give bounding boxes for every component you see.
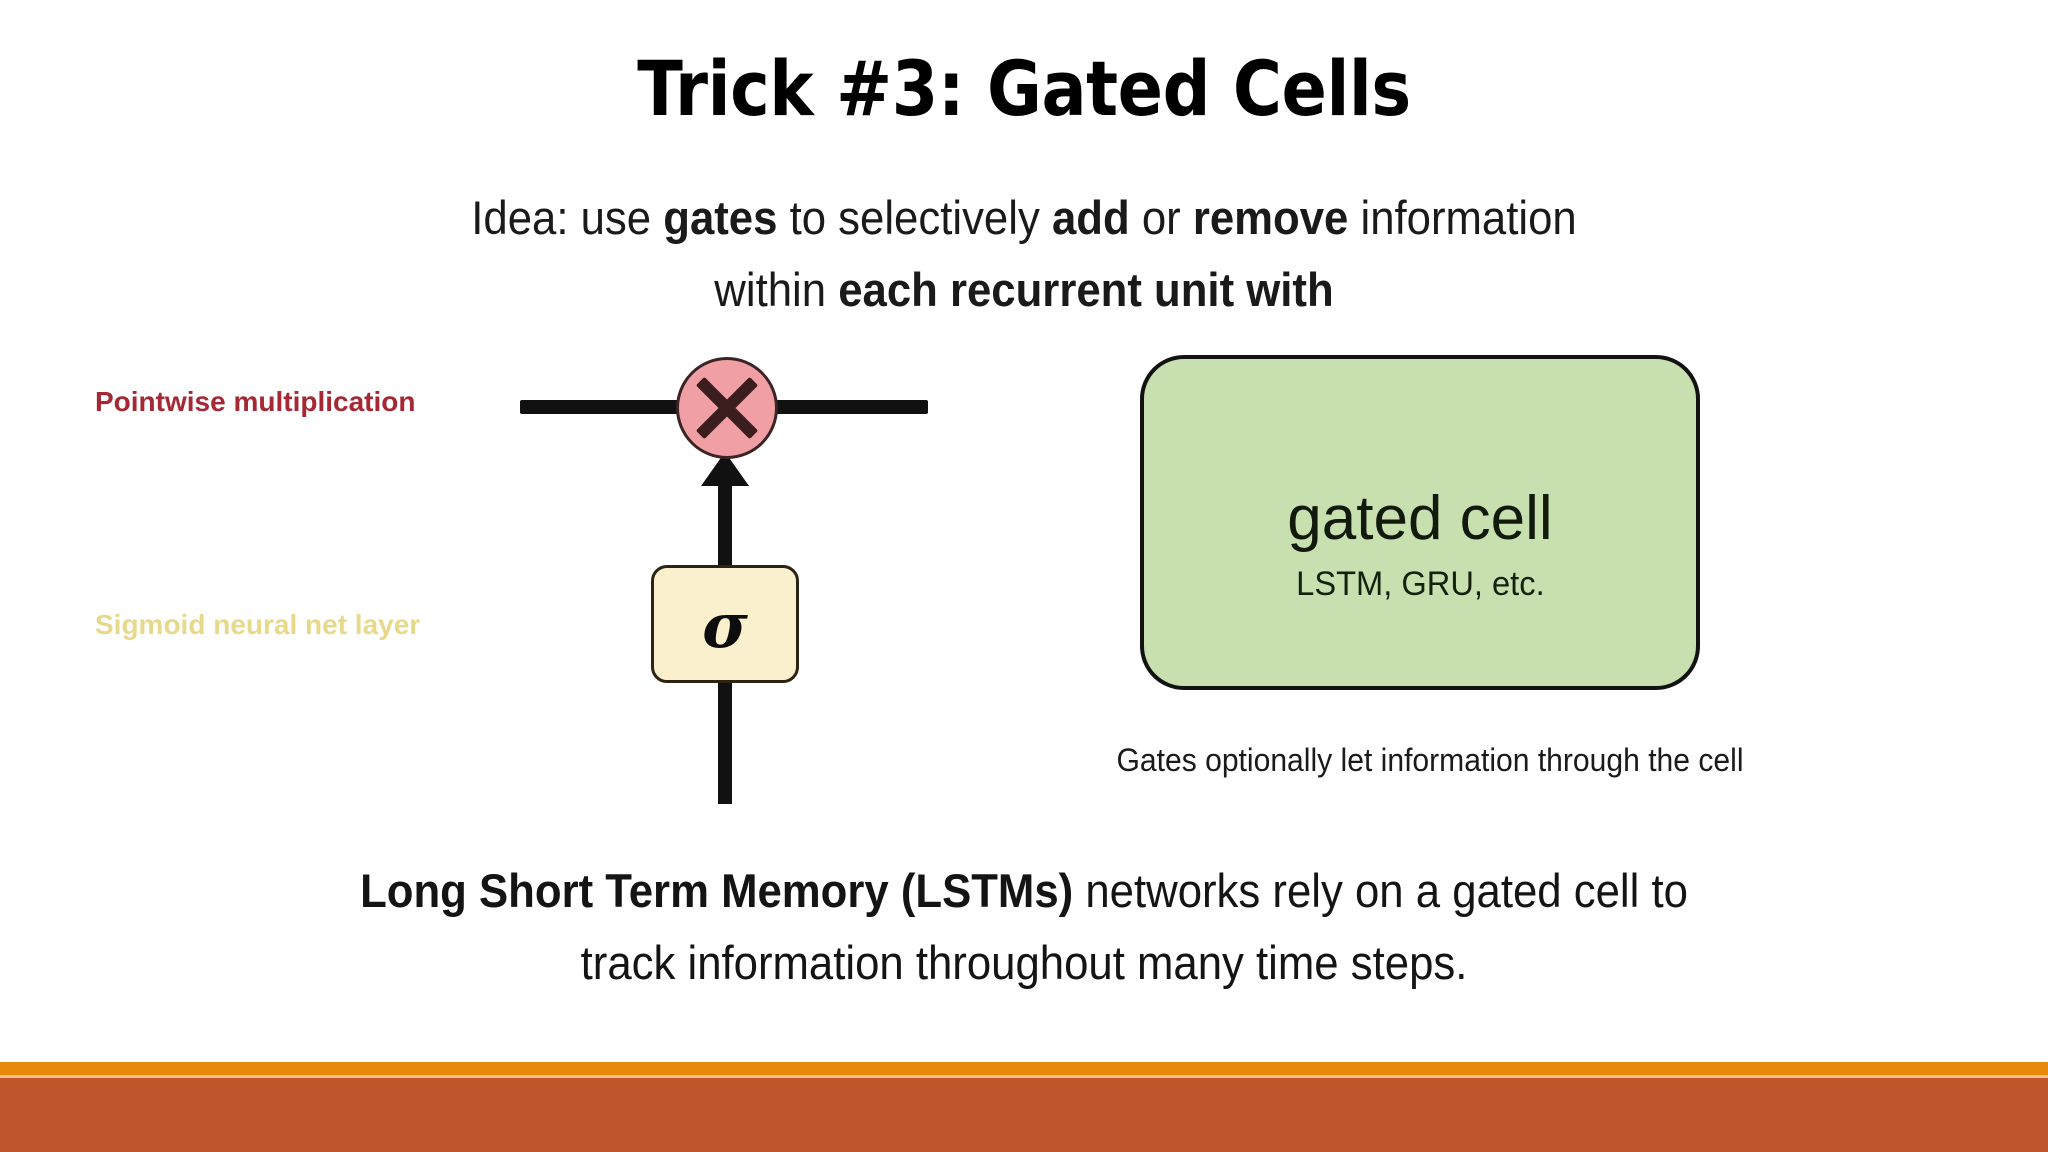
footer-divider xyxy=(0,1075,2048,1078)
footer-rust-band xyxy=(0,1078,2048,1152)
footer-orange-band xyxy=(0,1062,2048,1075)
subtitle-line-2: within each recurrent unit with xyxy=(72,254,1977,326)
gated-cell-box: gated cell LSTM, GRU, etc. xyxy=(1140,355,1700,690)
sigmoid-layer-box: σ xyxy=(651,565,799,683)
pointwise-multiplication-label: Pointwise multiplication xyxy=(95,386,416,417)
bottom-statement-block: Long Short Term Memory (LSTMs) networks … xyxy=(72,855,1977,999)
subtitle-line-1: Idea: use gates to selectively add or re… xyxy=(72,182,1977,254)
subtitle-emphasis-remove: remove xyxy=(1192,191,1349,244)
subtitle-emphasis-add: add xyxy=(1051,191,1130,244)
multiply-node-icon xyxy=(676,357,778,459)
subtitle-text: Idea: use xyxy=(471,191,664,244)
multiply-stroke xyxy=(695,376,759,440)
subtitle-text: to selectively xyxy=(777,191,1052,244)
bottom-statement-text: track information throughout many time s… xyxy=(580,936,1468,989)
bottom-statement-line-1: Long Short Term Memory (LSTMs) networks … xyxy=(72,855,1977,927)
gate-wire-vertical xyxy=(718,478,732,570)
gated-cell-caption: Gates optionally let information through… xyxy=(1116,742,1744,778)
gated-cell-subtitle: LSTM, GRU, etc. xyxy=(1295,564,1545,603)
multiply-stroke xyxy=(695,376,759,440)
page-title: Trick #3: Gated Cells xyxy=(637,44,1411,133)
bottom-statement-text: networks rely on a gated cell to xyxy=(1073,864,1688,917)
lstm-emphasis: Long Short Term Memory (LSTMs) xyxy=(360,864,1074,917)
bottom-statement-line-2: track information throughout many time s… xyxy=(72,927,1977,999)
sigma-symbol-icon: σ xyxy=(702,589,748,662)
subtitle-block: Idea: use gates to selectively add or re… xyxy=(72,182,1977,326)
horizontal-wire xyxy=(520,400,928,414)
arrow-up-icon xyxy=(701,452,749,486)
subtitle-text: within xyxy=(714,263,839,316)
gated-cell-title: gated cell xyxy=(1287,483,1553,553)
subtitle-text: or xyxy=(1129,191,1193,244)
subtitle-emphasis-gates: gates xyxy=(663,191,778,244)
sigmoid-layer-label: Sigmoid neural net layer xyxy=(95,609,421,640)
input-wire-vertical xyxy=(718,681,732,804)
subtitle-text: information xyxy=(1348,191,1577,244)
subtitle-emphasis-recurrent-unit: each recurrent unit with xyxy=(838,263,1334,316)
